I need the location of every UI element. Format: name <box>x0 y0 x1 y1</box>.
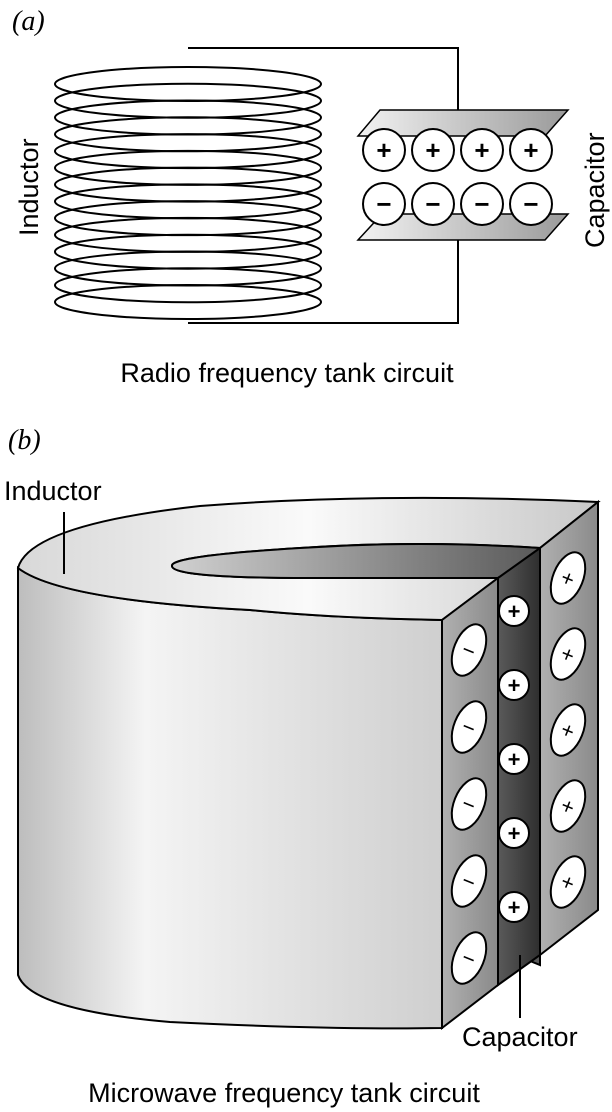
panel-a-capacitor-label: Capacitor <box>580 132 610 248</box>
svg-text:+: + <box>474 135 489 165</box>
inductor-coil <box>54 66 322 320</box>
panel-a-tag: (a) <box>12 6 45 37</box>
ring-charges: −−−−−++++++++++ <box>450 551 587 985</box>
panel-b-capacitor-label: Capacitor <box>462 1022 578 1052</box>
svg-text:+: + <box>508 673 521 698</box>
panel-b-tag: (b) <box>8 425 41 456</box>
panel-b-inductor-label: Inductor <box>4 476 102 506</box>
gap-positive-charge: + <box>498 669 530 701</box>
capacitor-bottom-plate <box>356 213 570 241</box>
left-plate-negative-charge: − <box>450 623 488 677</box>
positive-charge: + <box>362 128 406 172</box>
svg-text:+: + <box>508 599 521 624</box>
svg-text:+: + <box>508 747 521 772</box>
left-plate-negative-charge: − <box>450 777 488 831</box>
left-plate-negative-charge: − <box>450 854 488 908</box>
coil-turn <box>54 284 322 320</box>
negative-charge: − <box>460 182 504 226</box>
right-plate-positive-charge: + <box>549 855 587 909</box>
negative-charge: − <box>509 182 553 226</box>
gap-positive-charge: + <box>498 817 530 849</box>
right-plate-positive-charge: + <box>549 551 587 605</box>
svg-text:+: + <box>376 135 391 165</box>
svg-text:−: − <box>425 189 440 219</box>
panel-a-caption: Radio frequency tank circuit <box>120 358 454 388</box>
left-plate-negative-charge: − <box>450 700 488 754</box>
svg-text:+: + <box>508 895 521 920</box>
right-plate-positive-charge: + <box>549 627 587 681</box>
panel-a: (a) + + + + − − − − Inductor Capacitor Radio fr… <box>12 6 610 388</box>
right-plate-positive-charge: + <box>549 779 587 833</box>
gap-positive-charge: + <box>498 595 530 627</box>
right-plate-positive-charge: + <box>549 703 587 757</box>
panel-b: (b) Inductor −−−−−++++++++++ Capacitor M… <box>4 425 601 1108</box>
positive-charge: + <box>509 128 553 172</box>
panel-b-caption: Microwave frequency tank circuit <box>88 1078 480 1108</box>
ring-outer-wall <box>17 565 443 1030</box>
panel-a-top-wire <box>188 47 459 120</box>
gap-positive-charge: + <box>498 743 530 775</box>
panel-a-inductor-label: Inductor <box>14 138 44 236</box>
left-plate-negative-charge: − <box>450 931 488 985</box>
panel-a-bottom-wire <box>188 235 459 324</box>
positive-charge: + <box>460 128 504 172</box>
negative-charge: − <box>411 182 455 226</box>
svg-text:−: − <box>523 189 538 219</box>
capacitor-charges: + + + + − − − − <box>362 128 553 226</box>
positive-charge: + <box>411 128 455 172</box>
svg-text:+: + <box>508 821 521 846</box>
svg-text:−: − <box>474 189 489 219</box>
negative-charge: − <box>362 182 406 226</box>
svg-text:−: − <box>376 189 391 219</box>
svg-text:+: + <box>425 135 440 165</box>
coil-turn <box>54 267 322 304</box>
svg-text:+: + <box>523 135 538 165</box>
gap-positive-charge: + <box>498 891 530 923</box>
